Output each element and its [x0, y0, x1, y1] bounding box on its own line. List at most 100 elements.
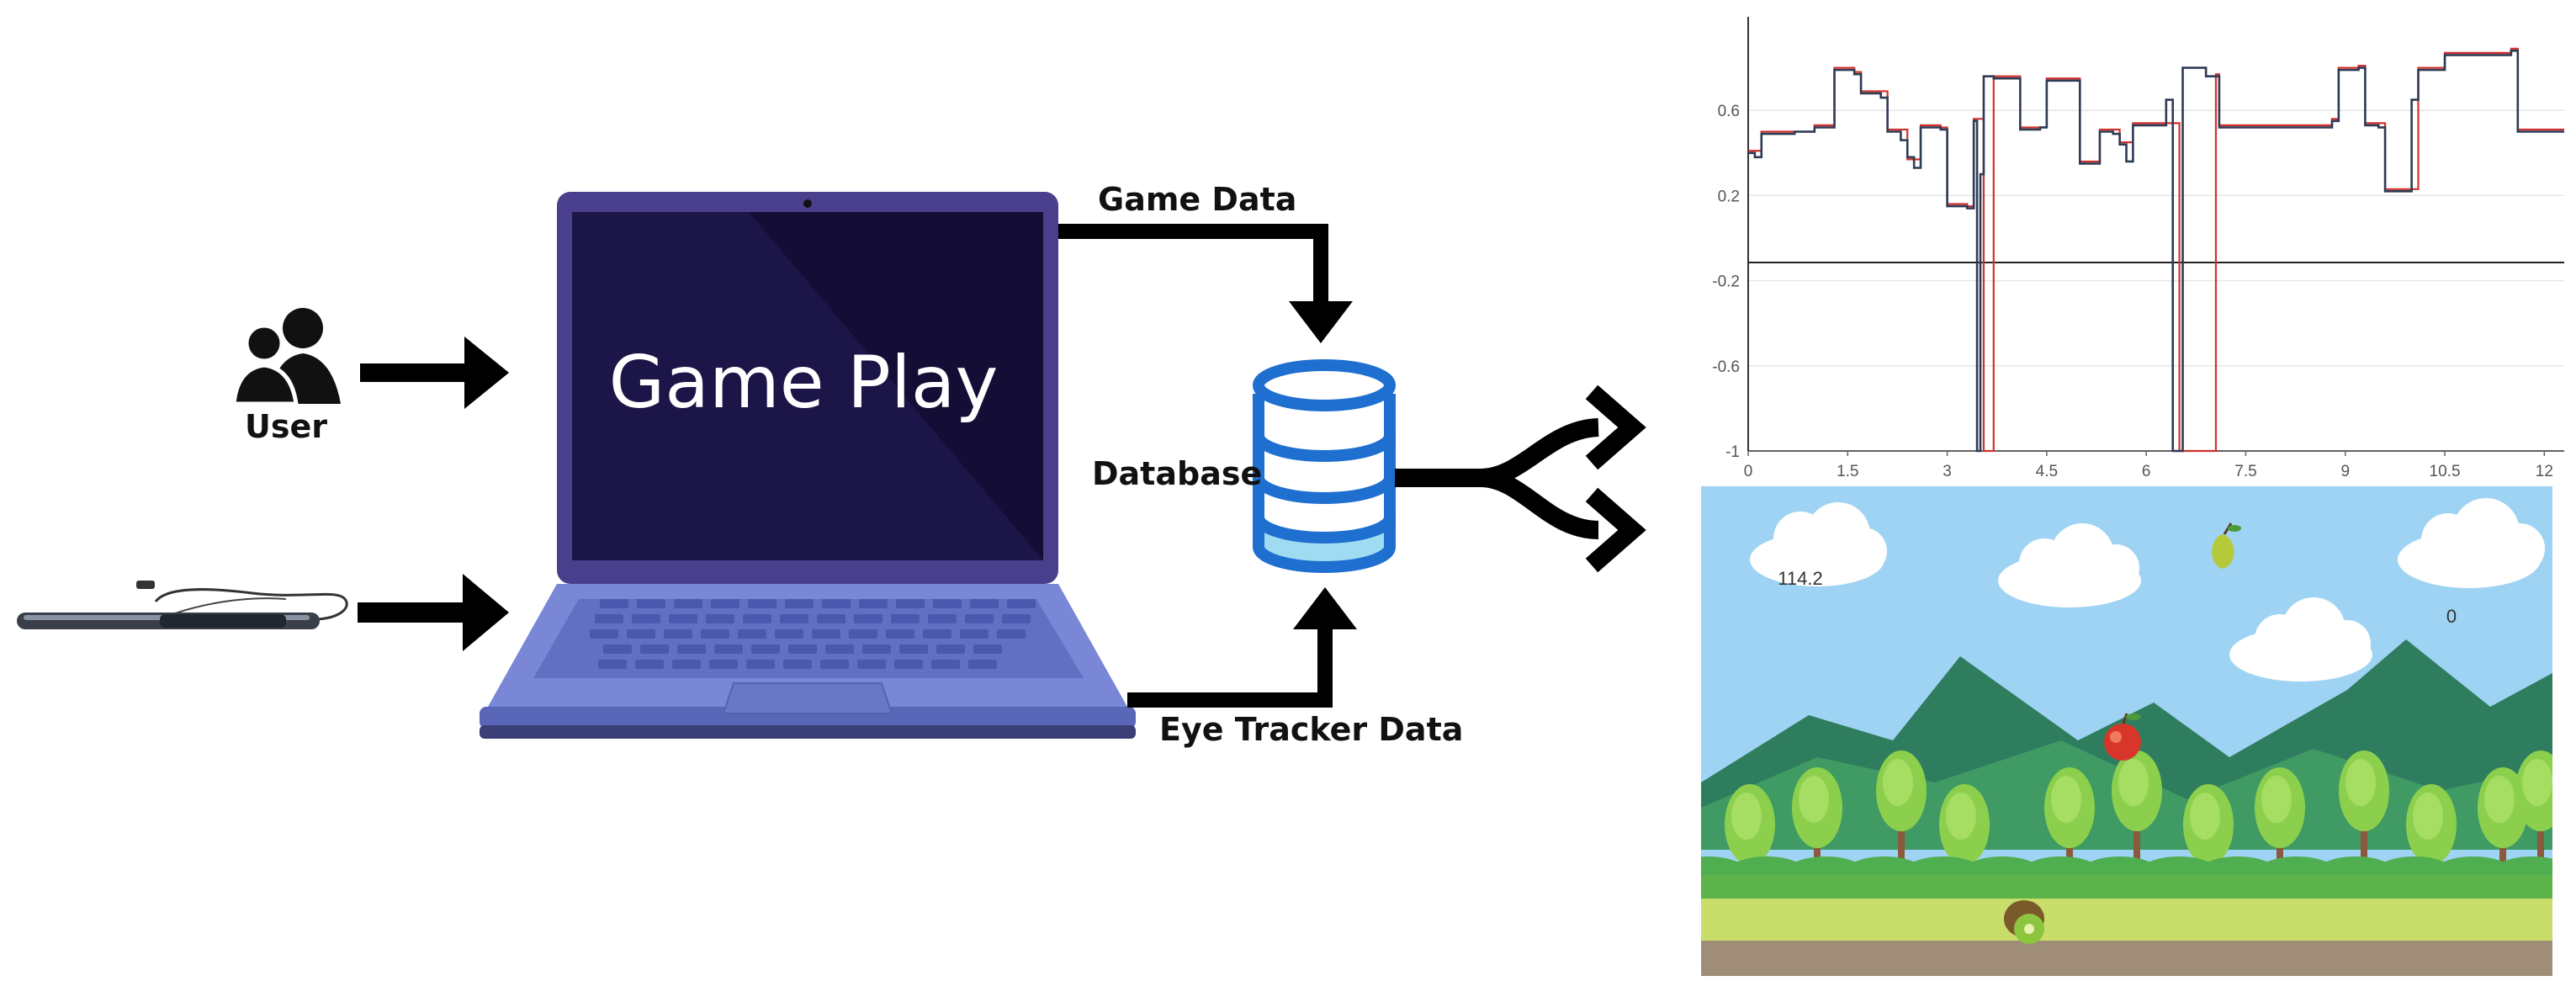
keyboard-key: [709, 660, 738, 669]
keyboard-key: [960, 629, 989, 639]
eye-tracker-data-arrow: [1127, 587, 1357, 708]
keyboard-key: [931, 660, 960, 669]
keyboard-key: [825, 644, 854, 654]
keyboard-key: [817, 614, 845, 623]
cloud: [2229, 597, 2372, 681]
keyboard-key: [933, 599, 962, 608]
grass-band: [1701, 899, 2552, 942]
keyboard-key: [936, 644, 965, 654]
keyboard-key: [595, 614, 623, 623]
tree: [2515, 750, 2552, 879]
tree: [1939, 784, 1990, 879]
keyboard-key: [820, 660, 849, 669]
ground: [1701, 941, 2552, 976]
chart-series: [1748, 47, 2564, 453]
x-tick-label: 6: [2142, 463, 2151, 480]
series-line: [1748, 50, 2564, 453]
y-tick-label: -0.6: [1712, 358, 1740, 376]
keyboard-key: [598, 660, 627, 669]
user-icon: [231, 308, 341, 406]
apple-icon: [2104, 713, 2141, 761]
x-tick-label: 10.5: [2430, 463, 2461, 480]
keyboard-key: [775, 629, 803, 639]
keyboard-key: [746, 660, 775, 669]
tree: [2478, 767, 2528, 879]
keyboard-key: [899, 644, 928, 654]
keyboard-key: [862, 644, 891, 654]
keyboard-key: [669, 614, 697, 623]
laptop-icon: [480, 192, 1136, 739]
eye-tracker-icon: [17, 581, 348, 629]
tree: [2183, 784, 2234, 879]
keyboard-keys: [590, 599, 1036, 669]
keyboard-key: [600, 599, 628, 608]
keyboard-key: [812, 629, 840, 639]
tree: [1792, 767, 1842, 879]
keyboard-key: [849, 629, 877, 639]
cloud: [2398, 498, 2545, 588]
x-tick-label: 7.5: [2234, 463, 2256, 480]
y-tick-label: -1: [1725, 443, 1740, 461]
y-tick-label: 0.6: [1718, 103, 1740, 120]
keyboard-key: [677, 644, 706, 654]
x-tick-label: 1.5: [1837, 463, 1858, 480]
keyboard-key: [738, 629, 766, 639]
keyboard-key: [743, 614, 771, 623]
keyboard-key: [748, 599, 777, 608]
grass-top: [1701, 875, 2552, 900]
user-label: User: [245, 408, 327, 445]
clouds: [1750, 498, 2545, 681]
keyboard-key: [632, 614, 660, 623]
keyboard-key: [854, 614, 883, 623]
x-tick-label: 9: [2340, 463, 2350, 480]
keyboard-key: [965, 614, 994, 623]
x-tick-label: 3: [1943, 463, 1952, 480]
user-to-game-arrow: [360, 337, 509, 409]
keyboard-key: [822, 599, 851, 608]
keyboard-key: [590, 629, 618, 639]
cloud: [1750, 502, 1887, 586]
database-icon: [1253, 359, 1396, 573]
keyboard-key: [780, 614, 808, 623]
tree: [2339, 750, 2389, 879]
keyboard-key: [859, 599, 888, 608]
keyboard-key: [997, 629, 1026, 639]
keyboard-key: [886, 629, 914, 639]
keyboard-key: [891, 614, 920, 623]
tree: [2044, 767, 2095, 879]
x-tick-label: 4.5: [2036, 463, 2058, 480]
tree: [2255, 767, 2305, 879]
keyboard-key: [973, 644, 1002, 654]
database-label: Database: [1092, 455, 1262, 492]
tree: [1876, 750, 1927, 879]
keyboard-key: [711, 599, 739, 608]
x-tick-label: 0: [1744, 463, 1753, 480]
keyboard-key: [674, 599, 702, 608]
keyboard-key: [637, 599, 665, 608]
x-tick-label: 12: [2536, 463, 2553, 480]
tracker-to-game-arrow: [358, 574, 509, 651]
keyboard-key: [928, 614, 957, 623]
pear-icon: [2212, 522, 2241, 569]
game-data-arrow: [1058, 224, 1353, 343]
keyboard-key: [1002, 614, 1031, 623]
score-value: 114.2: [1778, 568, 1822, 589]
keyboard-key: [714, 644, 743, 654]
keyboard-key: [751, 644, 780, 654]
kiwi-icon: [2004, 900, 2044, 944]
tree: [1725, 784, 1775, 879]
y-tick-label: 0.2: [1718, 188, 1740, 205]
keyboard-key: [706, 614, 734, 623]
keyboard-key: [788, 644, 817, 654]
eye-tracker-data-label: Eye Tracker Data: [1159, 711, 1463, 748]
split-arrow: [1395, 384, 1646, 573]
game-screenshot: 114.2 0: [1701, 486, 2552, 976]
keyboard-key: [1007, 599, 1036, 608]
tree: [2112, 750, 2162, 879]
cloud: [1998, 523, 2141, 607]
keyboard-key: [970, 599, 999, 608]
tree: [2406, 784, 2457, 879]
chart-grid: [1748, 109, 2564, 452]
